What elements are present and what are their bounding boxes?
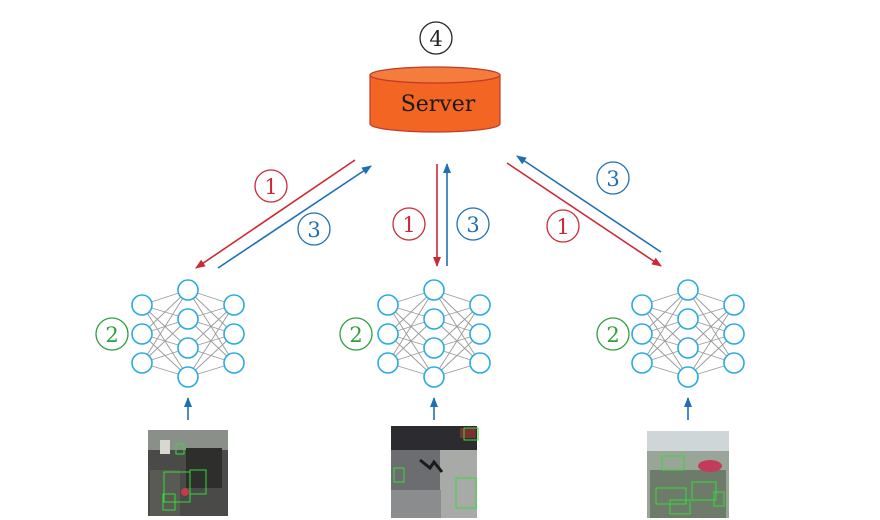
step-1-label-left: 1 <box>254 169 288 203</box>
step-2-label-left: 2 <box>95 317 129 351</box>
step-1-label-right: 1 <box>546 209 580 243</box>
network-node <box>131 294 153 316</box>
upload-arrow-right <box>516 155 662 253</box>
network-node <box>377 294 399 316</box>
network-node <box>723 323 745 345</box>
network-node <box>469 323 491 345</box>
network-node <box>223 352 245 374</box>
step-3-label-right: 3 <box>596 161 630 195</box>
step-1-text: 1 <box>264 175 277 199</box>
step-4-text: 4 <box>429 27 442 51</box>
step-3-text: 3 <box>466 213 479 237</box>
step-2-text: 2 <box>349 323 362 347</box>
step-2-label-center: 2 <box>339 317 373 351</box>
step-2-label-right: 2 <box>596 317 630 351</box>
network-edge <box>433 304 481 378</box>
network-edge <box>387 289 435 364</box>
network-node <box>177 308 199 330</box>
download-arrow-left <box>195 159 356 269</box>
camera-image-center <box>391 426 479 518</box>
server-label: Server <box>401 92 476 117</box>
network-node <box>177 279 199 301</box>
network-edge <box>687 304 735 378</box>
step-3-label-center: 3 <box>456 207 490 241</box>
network-edge <box>187 304 235 378</box>
step-3-text: 3 <box>307 218 320 242</box>
network-node <box>177 366 199 388</box>
network-node <box>723 352 745 374</box>
camera-image-right <box>647 431 729 518</box>
step-1-text: 1 <box>402 213 415 237</box>
network-node <box>631 323 653 345</box>
upload-arrow-left <box>217 165 372 269</box>
arrows <box>195 155 662 269</box>
step-3-label-left: 3 <box>297 212 331 246</box>
input-arrows <box>184 397 692 420</box>
network-node <box>723 294 745 316</box>
network-node <box>677 337 699 359</box>
network-node <box>223 294 245 316</box>
download-arrow-right <box>506 162 662 267</box>
neural-network-icon-center <box>377 279 491 388</box>
network-node <box>223 323 245 345</box>
network-node <box>423 337 445 359</box>
step-1-label-center: 1 <box>392 207 426 241</box>
network-node <box>677 279 699 301</box>
server-database-icon: Server <box>369 66 501 133</box>
network-node <box>423 279 445 301</box>
network-node <box>423 308 445 330</box>
network-node <box>631 352 653 374</box>
step-2-text: 2 <box>606 323 619 347</box>
step-2-text: 2 <box>105 323 118 347</box>
network-edge <box>641 289 689 364</box>
camera-image-left <box>148 430 228 516</box>
neural-networks <box>131 279 745 388</box>
network-node <box>469 352 491 374</box>
network-node <box>377 323 399 345</box>
step-3-text: 3 <box>606 167 619 191</box>
network-node <box>677 308 699 330</box>
neural-network-icon-right <box>631 279 745 388</box>
network-node <box>131 323 153 345</box>
network-node <box>677 366 699 388</box>
network-node <box>377 352 399 374</box>
step-4-label: 4 <box>419 21 453 55</box>
network-edge <box>141 289 189 364</box>
network-node <box>631 294 653 316</box>
step-1-text: 1 <box>556 215 569 239</box>
neural-network-icon-left <box>131 279 245 388</box>
network-node <box>131 352 153 374</box>
network-node <box>177 337 199 359</box>
network-node <box>423 366 445 388</box>
network-node <box>469 294 491 316</box>
